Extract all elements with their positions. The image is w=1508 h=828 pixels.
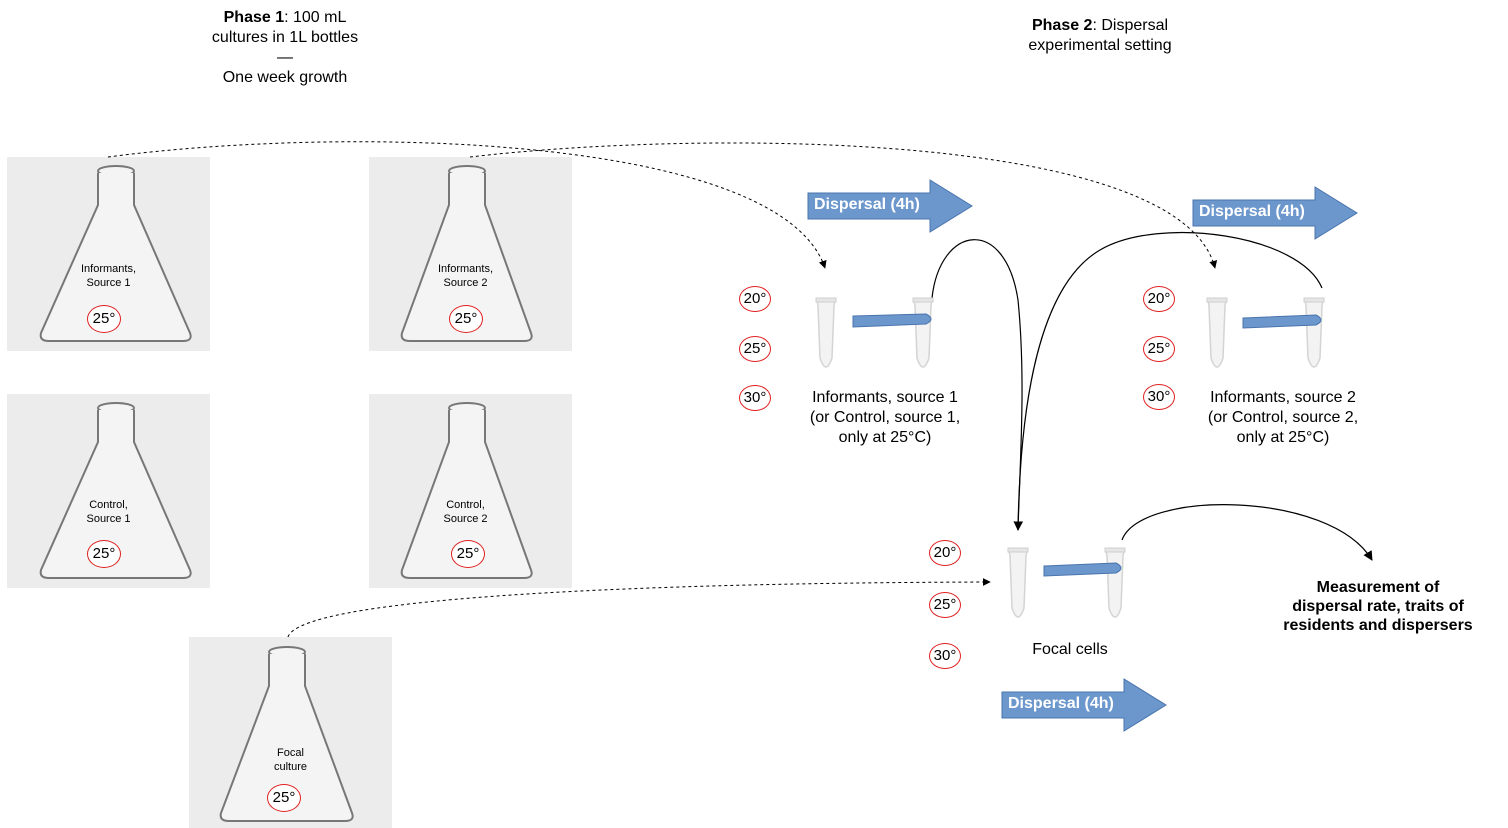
flask-label: Control,Source 2 — [443, 499, 488, 525]
group-caption-source2: Informants, source 2(or Control, source … — [1207, 389, 1359, 446]
dispersal-label-1: Dispersal (4h) — [814, 196, 920, 213]
temp-badge-20: 20° — [1143, 286, 1175, 312]
phase1-rest: : 100 mL — [284, 9, 347, 26]
temp-badge-20: 20° — [929, 540, 961, 566]
flask-icon — [400, 402, 533, 579]
transfer-pipette — [1043, 562, 1122, 577]
flask-label: Informants,Source 1 — [80, 263, 137, 289]
tube-icon — [1303, 297, 1325, 368]
temp-badge-30: 30° — [739, 385, 771, 411]
curved-arrow-result — [1121, 504, 1373, 561]
temp-badge-25: 25° — [1143, 336, 1175, 362]
dispersal-label-2: Dispersal (4h) — [1199, 203, 1305, 220]
temp-badge: 25° — [87, 540, 121, 568]
tube-icon — [1206, 297, 1228, 368]
flask-informants-source2: Informants,Source 2 25° — [369, 157, 572, 351]
temp-badge: 25° — [87, 305, 121, 333]
dotted-connector-focal — [287, 578, 991, 638]
transfer-pipette — [1242, 314, 1322, 329]
tube-icon — [1007, 547, 1029, 618]
flask-icon — [39, 402, 192, 579]
temp-badge-30: 30° — [929, 643, 961, 669]
dispersal-label-3: Dispersal (4h) — [1008, 695, 1114, 712]
temp-badge-25: 25° — [929, 592, 961, 618]
temp-badge-25: 25° — [739, 336, 771, 362]
phase1-title: Phase 1: 100 mL cultures in 1L bottles —… — [175, 8, 395, 88]
flask-control-source1: Control,Source 1 25° — [7, 394, 210, 588]
phase2-title: Phase 2: Dispersal experimental setting — [990, 16, 1210, 56]
phase1-bold: Phase 1 — [223, 9, 285, 26]
temp-badge: 25° — [451, 540, 485, 568]
phase2-line2: experimental setting — [1028, 37, 1172, 54]
temp-badge: 25° — [267, 784, 301, 812]
tube-icon — [912, 297, 934, 368]
temp-badge: 25° — [449, 305, 483, 333]
phase2-rest: : Dispersal — [1092, 17, 1169, 34]
flask-icon — [219, 646, 354, 822]
tube-icon — [1104, 547, 1126, 618]
group-caption-source1: Informants, source 1(or Control, source … — [809, 389, 961, 446]
transfer-pipette — [852, 313, 932, 328]
flask-control-source2: Control,Source 2 25° — [369, 394, 572, 588]
flask-informants-source1: Informants,Source 1 25° — [7, 157, 210, 351]
phase1-line2: cultures in 1L bottles — [211, 29, 359, 46]
curved-arrow-source2 — [1017, 231, 1323, 531]
temp-badge-30: 30° — [1143, 384, 1175, 410]
phase2-bold: Phase 2 — [1031, 17, 1093, 34]
tube-icon — [815, 297, 837, 368]
flask-label: Control,Source 1 — [86, 499, 131, 525]
curved-arrow-source1 — [931, 239, 1024, 531]
phase1-line3: — — [277, 49, 293, 66]
phase1-line4: One week growth — [222, 69, 348, 86]
group-caption-focal: Focal cells — [1032, 641, 1108, 658]
flask-label: Informants,Source 2 — [437, 263, 494, 289]
temp-badge-20: 20° — [739, 286, 771, 312]
